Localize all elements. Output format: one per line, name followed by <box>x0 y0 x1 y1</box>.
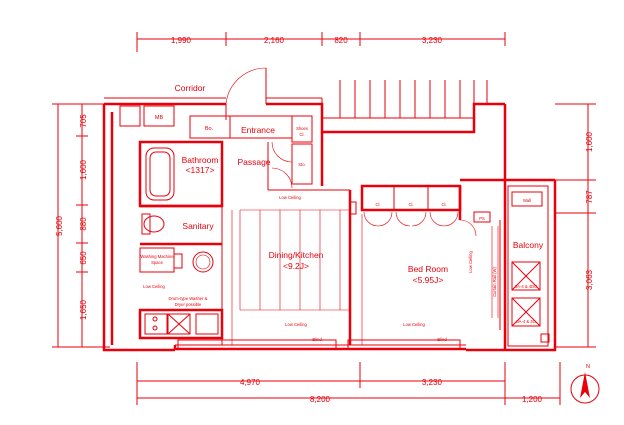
left-dimension-line: 5,600 705 1,600 880 650 1,650 <box>52 103 110 348</box>
dim-left-5: 1,650 <box>79 299 88 320</box>
corridor-label: Corridor <box>175 83 206 93</box>
closet-1-label: Cl. <box>375 202 380 207</box>
bathroom: Bathroom <1317> <box>138 140 224 208</box>
dim-left-2: 1,600 <box>79 159 88 180</box>
dim-top-2: 2,160 <box>264 36 285 45</box>
passage-label: Passage <box>237 157 270 167</box>
bo-label: Bo. <box>205 126 214 132</box>
dim-top-3: 820 <box>334 36 348 45</box>
washing-space-label: Space <box>151 260 164 265</box>
closet-2-label: Cl. <box>408 202 413 207</box>
blind-right-label: Blind <box>437 337 447 342</box>
washing-machine-label: Washing Machine <box>140 254 174 259</box>
entrance-door <box>225 67 267 120</box>
blind-left-label: Blind <box>312 337 322 342</box>
sto-label: Sto. <box>298 162 305 167</box>
dim-bottom-total: 8,200 <box>310 395 331 404</box>
bathroom-size: <1317> <box>186 165 215 175</box>
curtain-rail-label: Curtain Rail (W) <box>492 267 497 297</box>
dining-kitchen-label: Dining/Kitchen <box>269 250 324 260</box>
dim-left-1: 705 <box>79 114 88 128</box>
dim-left-total: 5,600 <box>55 215 64 236</box>
evac-label-1: 3A-4 & 4DC <box>515 284 537 289</box>
kitchen-counter <box>138 308 224 340</box>
north-label: N <box>586 364 590 370</box>
passage: Passage Sto. Low Ceiling <box>221 132 350 345</box>
low-ceiling-kitchen: Low Ceiling <box>285 322 307 327</box>
sanitary-label: Sanitary <box>182 221 214 231</box>
dim-top-1: 1,990 <box>171 36 192 45</box>
dim-right-3: 3,063 <box>585 269 594 290</box>
bed-room: Bed Room <5.95J> Low Ceiling Low Ceiling… <box>361 186 499 345</box>
right-dimension-line: 1,600 787 3,063 <box>555 103 596 348</box>
sanitary: Sanitary <box>140 204 222 246</box>
dim-right-1: 1,600 <box>585 131 594 152</box>
bottom-windows: Blind Blind <box>177 337 461 350</box>
dim-bottom-balcony: 1,200 <box>522 395 543 404</box>
exterior-walls <box>102 97 557 352</box>
dining-kitchen-size: <9.2J> <box>283 261 309 271</box>
north-arrow: N <box>570 364 600 404</box>
washing-area: Washing Machine Space Low Ceiling Drum-t… <box>139 247 214 307</box>
evac-label-2: 3A-4 & 3C <box>516 319 535 324</box>
shoes-cl-label: Cl. <box>299 132 304 137</box>
dining-kitchen: Dining/Kitchen <9.2J> Low Ceiling <box>231 190 357 345</box>
washer-note-2: Dryer possible <box>175 302 202 307</box>
balcony-wall-label: Wall <box>523 198 531 203</box>
bed-room-size: <5.95J> <box>413 275 444 285</box>
dim-bottom-1: 4,970 <box>240 378 261 387</box>
bedroom-closets: Cl. Cl. Cl. <box>360 184 462 227</box>
mb-label: MB <box>155 115 164 121</box>
low-ceiling-bed-side: Low Ceiling <box>468 251 473 273</box>
balcony-label: Balcony <box>513 240 544 250</box>
dim-right-2: 787 <box>585 190 594 204</box>
dim-bottom-2: 3,230 <box>422 378 443 387</box>
bottom-dimension-line: 4,970 3,230 8,200 1,200 <box>136 362 561 405</box>
top-dimension-line: 1,990 2,160 820 3,230 <box>136 32 506 52</box>
railing-top <box>322 80 488 132</box>
low-ceiling-passage: Low Ceiling <box>279 195 301 200</box>
balcony: Wall Balcony 3A-4 & 4DC 3A-4 & 3C <box>499 178 555 350</box>
low-ceiling-bed: Low Ceiling <box>403 322 425 327</box>
entrance-area: Bo. Entrance Shoes Cl. <box>189 115 313 143</box>
ps-label: PS <box>479 216 485 221</box>
entrance-label: Entrance <box>241 125 275 135</box>
closet-3-label: Cl. <box>441 202 446 207</box>
meter-box: MB <box>143 105 175 127</box>
washer-note-1: Drum-type Washer & <box>169 296 208 301</box>
shoes-label: Shoes <box>296 126 308 131</box>
bed-room-label: Bed Room <box>408 264 448 274</box>
dim-top-4: 3,230 <box>422 36 443 45</box>
bathroom-label: Bathroom <box>182 155 219 165</box>
low-ceiling-left: Low Ceiling <box>143 284 165 289</box>
duct-left <box>119 105 141 127</box>
dim-left-3: 880 <box>79 217 88 231</box>
dim-left-4: 650 <box>79 251 88 265</box>
